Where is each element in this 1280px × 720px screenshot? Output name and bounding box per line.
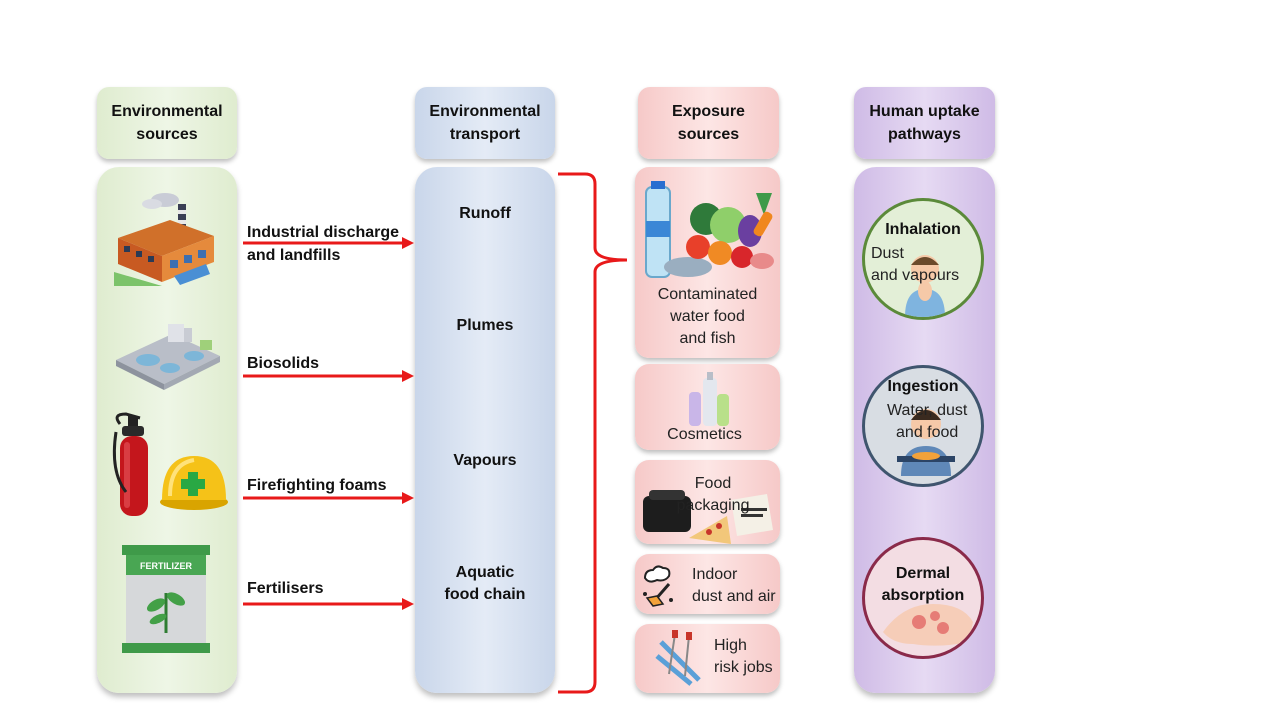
transport-plumes: Plumes	[456, 317, 514, 334]
exposure-label-food-packaging: Food packaging	[676, 475, 750, 514]
exposure-card-indoor-dust: Indoor dust and air	[635, 554, 780, 614]
fire-extinguisher-helmet-icon	[112, 412, 228, 516]
exposure-card-food-water: Contaminated water food and fish	[635, 167, 780, 358]
uptake-circle-dermal: Dermal absorption	[862, 537, 984, 659]
source-label-firefighting: Firefighting foams	[247, 477, 387, 494]
factory-icon	[114, 193, 214, 286]
uptake-subtitle-ingestion: Water, dust and food	[887, 402, 968, 441]
cosmetics-icon	[689, 372, 729, 426]
source-label-fertilisers: Fertilisers	[247, 580, 324, 597]
source-arrows	[243, 237, 414, 610]
inhalation-person-icon	[905, 255, 945, 317]
exposure-label-food-water: Contaminated water food and fish	[657, 286, 758, 347]
transport-vapours: Vapours	[453, 452, 517, 469]
arrow-head-industrial	[402, 237, 414, 249]
transport-runoff: Runoff	[459, 205, 511, 222]
transport-aquatic-food-chain: Aquatic food chain	[444, 564, 526, 603]
transport-column	[415, 167, 555, 693]
skin-rash-icon	[883, 604, 973, 646]
uptake-title-ingestion: Ingestion	[887, 378, 959, 395]
food-water-icon	[645, 181, 774, 278]
arrow-head-fertilisers	[402, 598, 414, 610]
fertilizer-bag-icon: FERTILIZER	[122, 545, 210, 653]
arrow-head-firefighting	[402, 492, 414, 504]
food-packaging-icon	[643, 490, 773, 544]
exposure-label-cosmetics: Cosmetics	[667, 426, 742, 443]
fertilizer-bag-text: FERTILIZER	[140, 561, 192, 571]
dust-icon	[643, 565, 673, 607]
exposure-label-indoor-dust: Indoor dust and air	[692, 566, 776, 605]
source-label-biosolids: Biosolids	[247, 355, 320, 372]
header-environmental-sources: Environmental sources	[97, 87, 237, 159]
ski-icon	[655, 630, 701, 686]
header-exposure-sources: Exposure sources	[638, 87, 779, 159]
exposure-label-high-risk-jobs: High risk jobs	[714, 637, 773, 676]
exposure-card-food-packaging: Food packaging	[635, 460, 780, 544]
ingestion-person-icon	[897, 409, 955, 476]
exposure-card-cosmetics: Cosmetics	[635, 364, 780, 450]
arrow-head-biosolids	[402, 370, 414, 382]
uptake-title-dermal: Dermal absorption	[881, 565, 965, 604]
header-environmental-transport: Environmental transport	[415, 87, 555, 159]
curly-brace	[558, 172, 628, 694]
uptake-circle-inhalation: Inhalation Dust and vapours	[862, 198, 984, 320]
source-label-industrial: Industrial discharge and landfills	[247, 224, 400, 264]
treatment-plant-icon	[116, 324, 220, 390]
uptake-circle-ingestion: Ingestion Water, dust and food	[862, 365, 984, 487]
uptake-title-inhalation: Inhalation	[885, 221, 961, 238]
uptake-subtitle-inhalation: Dust and vapours	[871, 245, 960, 284]
exposure-card-high-risk-jobs: High risk jobs	[635, 624, 780, 693]
header-human-uptake: Human uptake pathways	[854, 87, 995, 159]
